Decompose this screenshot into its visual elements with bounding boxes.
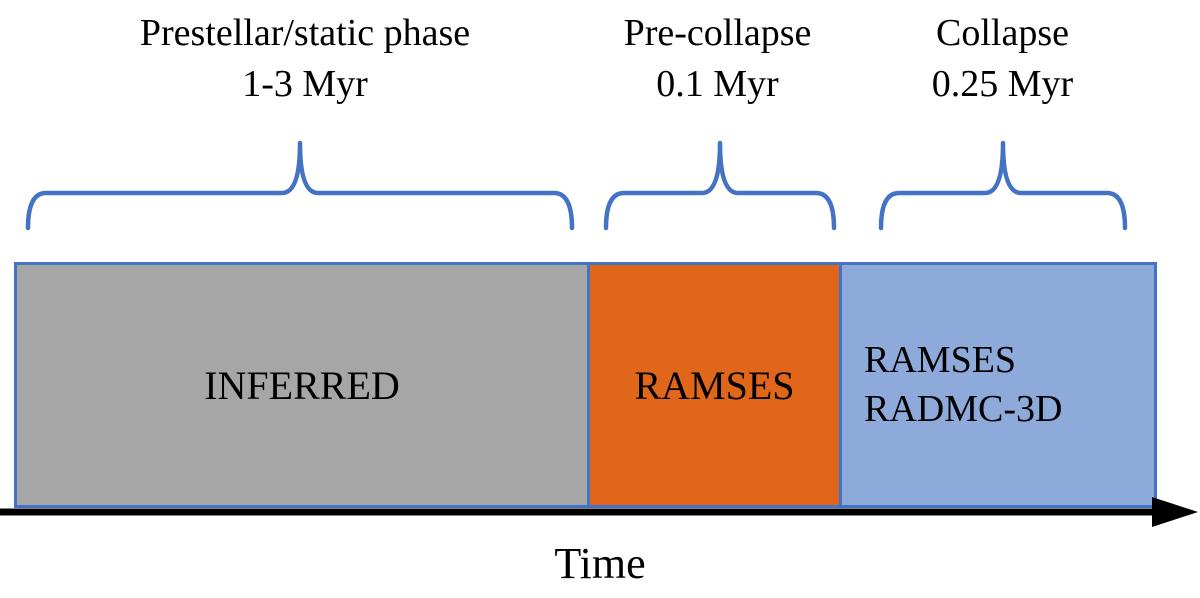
- box-ramses-radmc3d: RAMSES RADMC-3D: [839, 262, 1157, 508]
- box-label: RAMSES: [634, 362, 795, 408]
- brace-prestellar-icon: [25, 140, 575, 231]
- phase-duration: 0.25 Myr: [931, 63, 1074, 106]
- box-inferred: INFERRED: [14, 262, 590, 508]
- phase-name: Pre-collapse: [623, 12, 812, 54]
- phase-label-precollapse: Pre-collapse 0.1 Myr: [595, 8, 840, 111]
- brace-precollapse-icon: [603, 140, 837, 231]
- phase-duration: 0.1 Myr: [656, 63, 779, 106]
- phase-name: Prestellar/static phase: [139, 12, 471, 54]
- axis-label: Time: [554, 539, 646, 588]
- brace-collapse-icon: [878, 140, 1128, 231]
- box-label: INFERRED: [204, 362, 400, 408]
- box-label-line2: RADMC-3D: [864, 388, 1063, 430]
- time-axis-arrow-icon: [0, 497, 1198, 527]
- box-label-stack: RAMSES RADMC-3D: [864, 336, 1062, 435]
- box-ramses: RAMSES: [587, 262, 842, 508]
- phase-label-collapse: Collapse 0.25 Myr: [870, 8, 1135, 111]
- phase-label-prestellar: Prestellar/static phase 1-3 Myr: [40, 8, 570, 111]
- phase-duration: 1-3 Myr: [242, 63, 368, 106]
- timeline-boxes: INFERRED RAMSES RAMSES RADMC-3D: [14, 262, 1160, 508]
- box-label-line1: RAMSES: [864, 338, 1017, 381]
- phase-name: Collapse: [936, 12, 1069, 54]
